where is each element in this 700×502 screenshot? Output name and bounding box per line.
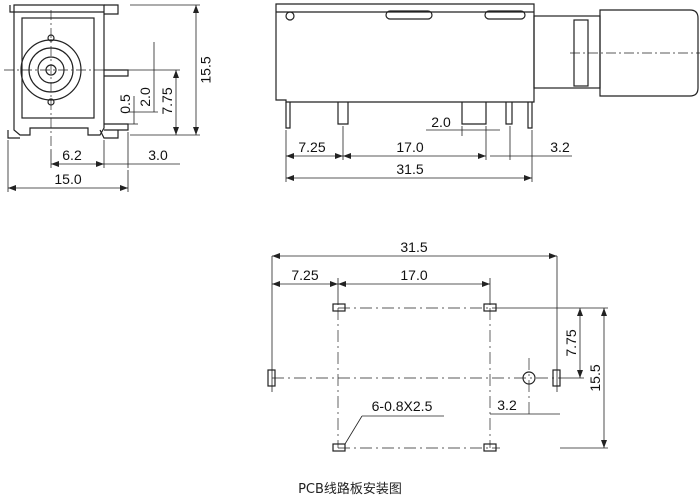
side-dim-pin-width: 2.0 — [431, 114, 451, 130]
side-slot-mid — [385, 10, 433, 20]
pcb-dim-pin-spacing: 17.0 — [400, 267, 427, 283]
side-dimensions — [285, 126, 572, 182]
front-dim-center-height: 7.75 — [159, 87, 175, 114]
pcb-slot-note: 6-0.8X2.5 — [372, 398, 433, 414]
front-right-foot — [99, 129, 119, 139]
side-pin-front — [285, 102, 291, 129]
pcb-slot-3 — [332, 443, 346, 452]
front-dim-pin-spacing: 6.2 — [62, 147, 82, 163]
front-inner-frame — [21, 17, 95, 119]
pcb-slot-5 — [267, 369, 276, 387]
side-shaft — [533, 15, 601, 89]
side-cylinder — [599, 9, 699, 97]
side-dim-front-to-pin: 7.25 — [298, 139, 325, 155]
front-view — [4, 4, 129, 150]
front-side-flange — [104, 69, 129, 77]
front-dim-height: 15.5 — [197, 56, 213, 83]
front-top-tab — [9, 5, 104, 13]
side-pin-3 — [505, 102, 513, 125]
front-top-right-tab — [104, 4, 119, 15]
pcb-layout — [267, 255, 608, 452]
side-dim-pin-spacing: 17.0 — [396, 139, 423, 155]
side-dim-rear-pin: 3.2 — [550, 139, 570, 155]
front-dimensions — [7, 4, 200, 192]
side-slot-right — [484, 10, 526, 20]
side-dim-length: 31.5 — [396, 161, 423, 177]
front-left-foot — [7, 130, 20, 139]
side-pin-2 — [461, 102, 487, 125]
side-pin-1 — [337, 102, 349, 125]
front-dim-pin-offset: 2.0 — [137, 87, 153, 107]
front-bottom-pin — [104, 123, 129, 131]
side-pin-rear — [527, 102, 533, 129]
front-dim-pin-gap: 0.5 — [117, 94, 133, 114]
pcb-center-hole — [522, 371, 536, 385]
drawing-caption: PCB线路板安装图 — [298, 482, 402, 497]
pcb-slot-4 — [483, 443, 497, 452]
pcb-dim-rear-pin: 3.2 — [497, 397, 517, 413]
pcb-slot-2 — [483, 303, 497, 312]
pcb-dim-center-height: 7.75 — [563, 329, 579, 356]
front-dim-width: 15.0 — [54, 171, 81, 187]
side-slot-left — [285, 11, 295, 21]
side-view — [275, 3, 700, 129]
front-body-outline — [13, 4, 105, 136]
arrowheads — [8, 5, 607, 448]
pcb-dim-front-to-pin: 7.25 — [291, 267, 318, 283]
pcb-dim-width: 15.5 — [587, 364, 603, 391]
pcb-dim-length: 31.5 — [400, 239, 427, 255]
pcb-slot-1 — [332, 303, 346, 312]
front-dim-pin-width: 3.0 — [148, 147, 168, 163]
